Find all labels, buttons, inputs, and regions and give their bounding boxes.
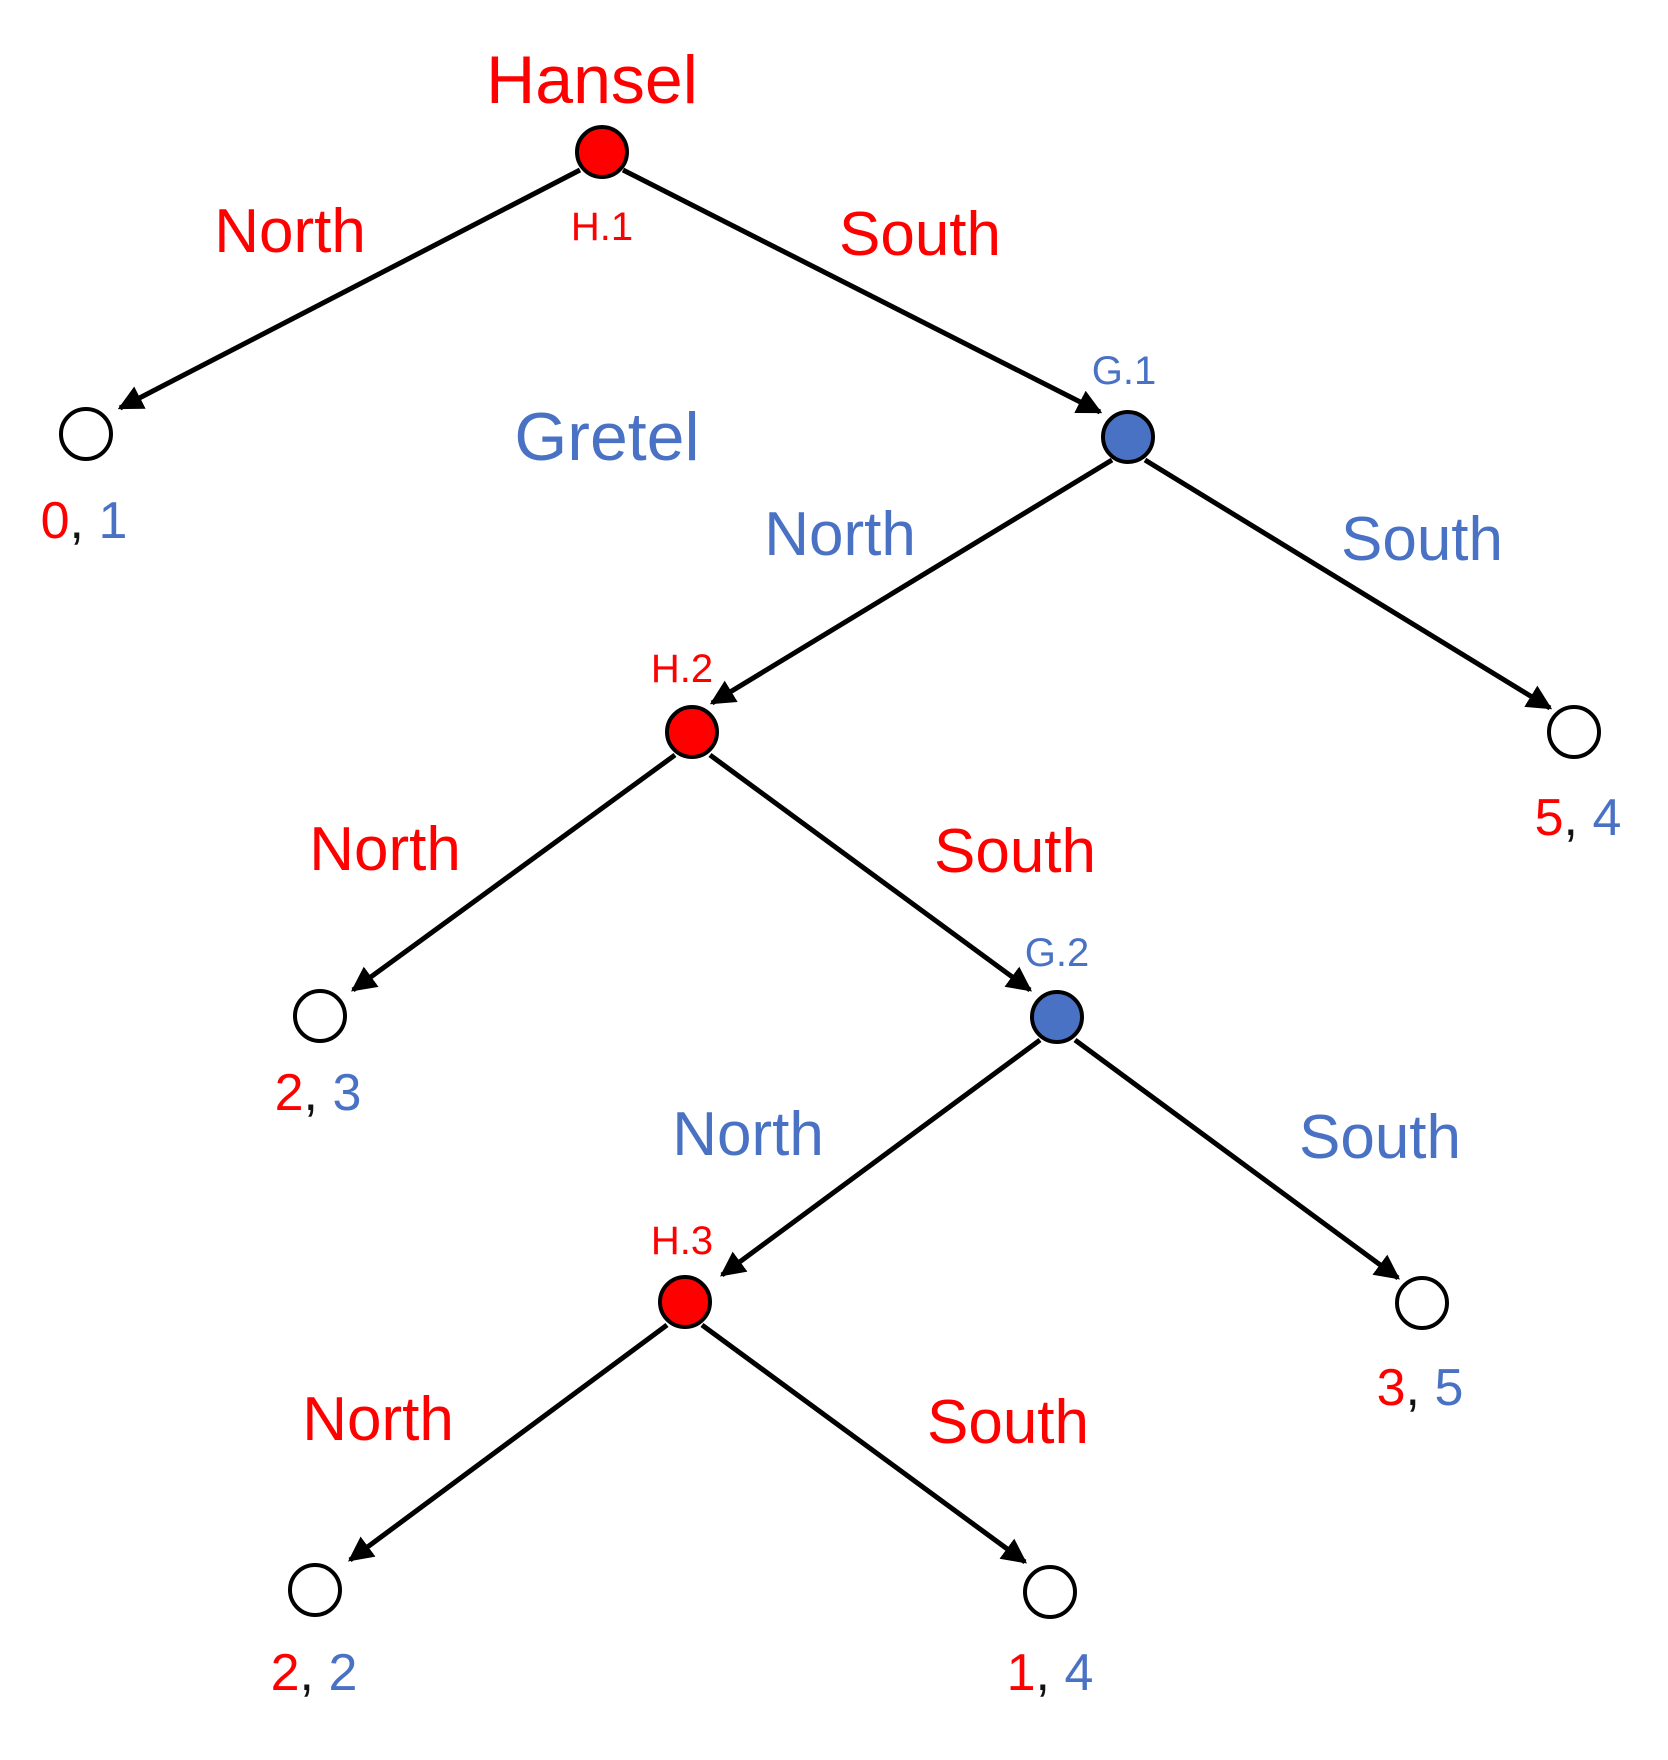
node-label-h2: H.2 — [651, 647, 713, 691]
payoff-1-gretel: 1 — [98, 492, 127, 550]
edge-h3-south — [700, 1322, 1028, 1565]
move-label-g2-south: South — [1299, 1103, 1461, 1172]
node-h1 — [575, 125, 629, 179]
node-label-h3: H.3 — [651, 1219, 713, 1263]
node-g1 — [1101, 410, 1155, 464]
node-label-h1: H.1 — [571, 205, 633, 249]
terminal-node-5 — [288, 1563, 342, 1617]
player-label-hansel: Hansel — [486, 42, 698, 118]
payoff-3-gretel: 3 — [332, 1064, 361, 1122]
payoff-4: 3, 5 — [1377, 1359, 1464, 1417]
node-h3 — [658, 1275, 712, 1329]
payoff-2: 5, 4 — [1535, 789, 1622, 847]
edge-h1-south — [621, 167, 1103, 415]
payoff-2-hansel: 5 — [1535, 789, 1564, 847]
payoff-5-separator: , — [300, 1644, 314, 1702]
move-label-h2-north: North — [309, 815, 461, 884]
node-label-g2: G.2 — [1025, 931, 1089, 975]
edge-g2-north — [719, 1037, 1042, 1278]
edge-g2-south — [1073, 1037, 1401, 1281]
move-label-h3-south: South — [927, 1388, 1089, 1457]
payoff-6: 1, 4 — [1007, 1644, 1094, 1702]
payoff-3: 2, 3 — [275, 1064, 362, 1122]
payoff-4-separator: , — [1406, 1359, 1420, 1417]
payoff-2-gretel: 4 — [1592, 789, 1621, 847]
move-label-g1-north: North — [764, 500, 916, 569]
terminal-node-1 — [59, 407, 113, 461]
payoff-6-separator: , — [1036, 1644, 1050, 1702]
terminal-node-2 — [1547, 705, 1601, 759]
payoff-1-separator: , — [70, 492, 84, 550]
edge-g1-south — [1143, 457, 1553, 711]
payoff-1-hansel: 0 — [41, 492, 70, 550]
node-g2 — [1030, 990, 1084, 1044]
move-label-h1-north: North — [214, 197, 366, 266]
terminal-node-4 — [1395, 1276, 1449, 1330]
edge-h3-north — [347, 1322, 669, 1563]
payoff-6-hansel: 1 — [1007, 1644, 1036, 1702]
payoff-3-separator: , — [304, 1064, 318, 1122]
terminal-node-6 — [1023, 1565, 1077, 1619]
payoff-3-hansel: 2 — [275, 1064, 304, 1122]
payoff-1: 0, 1 — [41, 492, 128, 550]
node-label-g1: G.1 — [1092, 349, 1156, 393]
payoff-6-gretel: 4 — [1064, 1644, 1093, 1702]
payoff-5-gretel: 2 — [328, 1644, 357, 1702]
edge-h1-north — [117, 167, 582, 411]
payoff-5: 2, 2 — [271, 1644, 358, 1702]
move-label-h1-south: South — [839, 200, 1001, 269]
move-label-g1-south: South — [1341, 505, 1503, 574]
move-label-g2-north: North — [672, 1100, 824, 1169]
player-label-gretel: Gretel — [514, 399, 699, 475]
terminal-node-3 — [293, 989, 347, 1043]
edge-h2-south — [708, 752, 1033, 993]
payoff-4-gretel: 5 — [1434, 1359, 1463, 1417]
payoff-5-hansel: 2 — [271, 1644, 300, 1702]
edge-h2-north — [350, 752, 677, 993]
move-label-h3-north: North — [302, 1385, 454, 1454]
move-label-h2-south: South — [934, 817, 1096, 886]
payoff-2-separator: , — [1564, 789, 1578, 847]
edge-g1-north — [709, 457, 1114, 706]
node-h2 — [665, 705, 719, 759]
payoff-4-hansel: 3 — [1377, 1359, 1406, 1417]
